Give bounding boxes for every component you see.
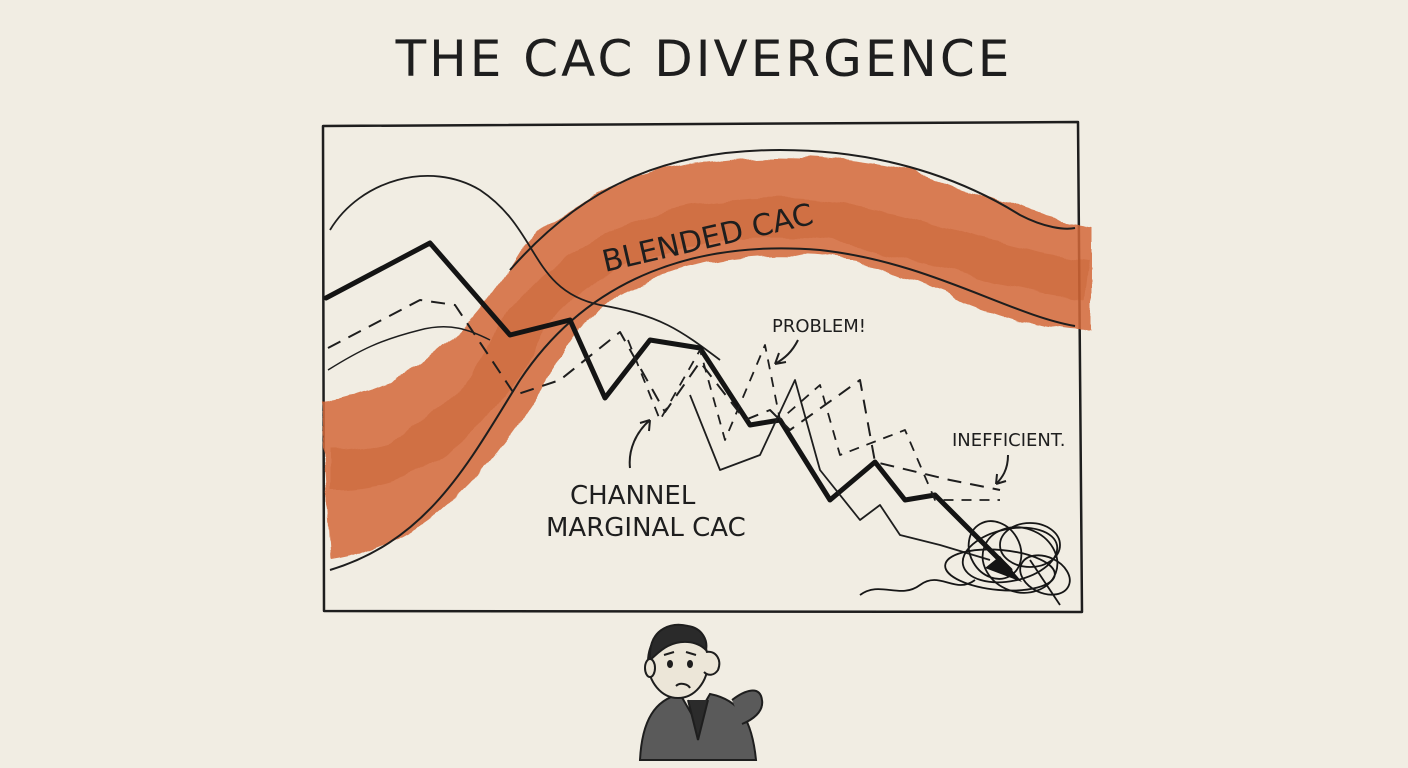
channel-label-line1: CHANNEL [570,481,696,511]
inefficient-arrow [995,454,1009,485]
problem-label: PROBLEM! [772,316,866,337]
blended-cac-band [320,156,1090,560]
page-title: THE CAC DIVERGENCE [395,30,1013,88]
blended-band-upper-edge [329,247,1076,571]
worried-businessman-icon [638,623,764,761]
channel-label-line2: MARGINAL CAC [546,513,746,543]
inefficient-label: INEFFICIENT. [952,430,1065,451]
arrowhead-into-scribble [985,556,1022,582]
channel-arrow [628,419,651,469]
channel-marginal-cac-line [323,240,1013,573]
dashed-marginal-line-1 [327,299,1001,491]
thin-trend-line-2 [327,326,491,371]
thin-marginal-line [689,379,991,561]
dashed-marginal-line-2 [627,339,1000,501]
inefficiency-scribble [859,520,1071,606]
blended-cac-band-wash [329,198,1088,490]
problem-arrow [774,339,799,365]
blended-band-lower-edge [509,148,1076,271]
thin-trend-line [329,175,721,361]
